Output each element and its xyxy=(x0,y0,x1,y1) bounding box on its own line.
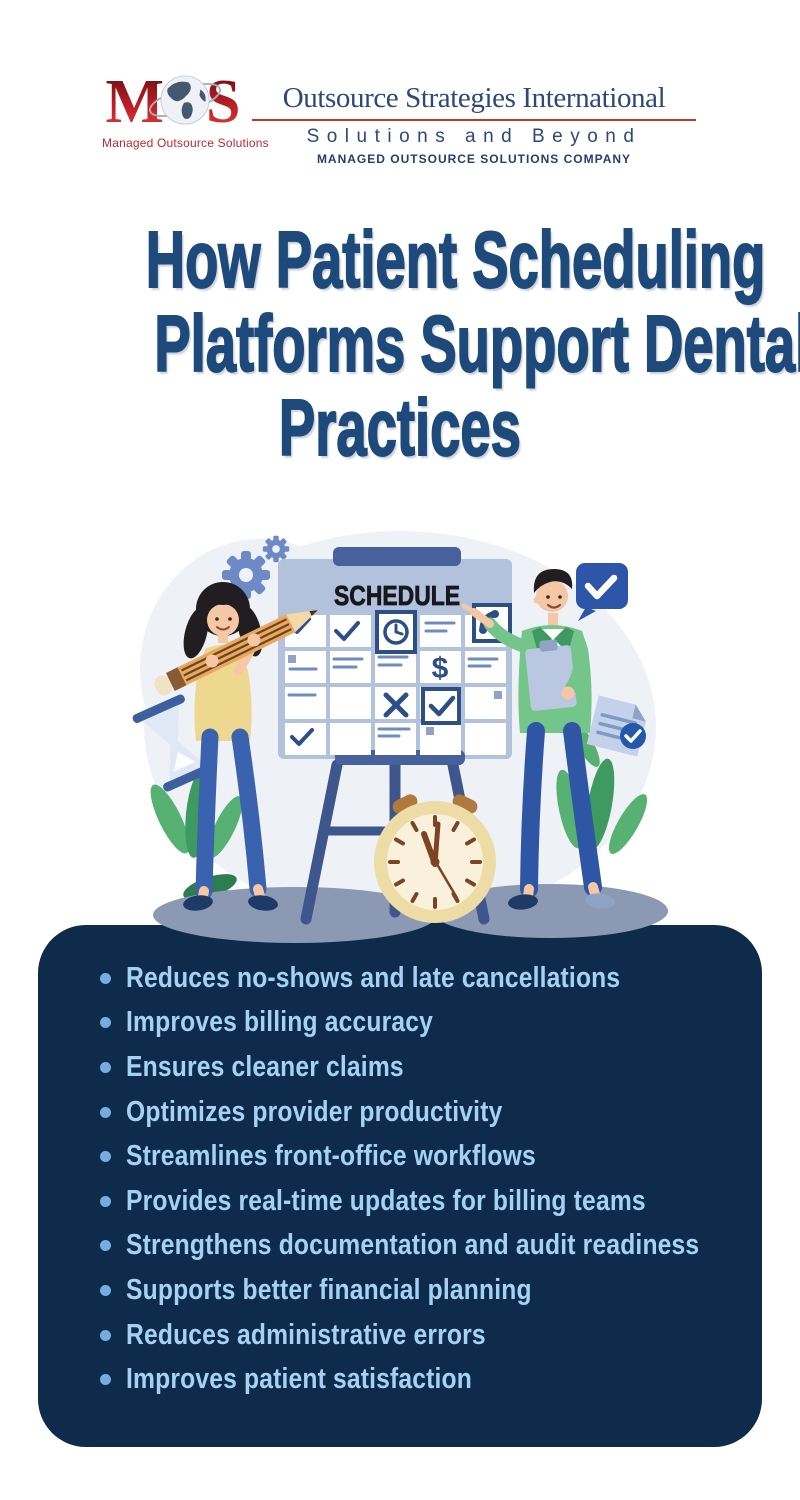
dollar-cell-icon: $ xyxy=(432,652,449,685)
benefit-text: Improves billing accuracy xyxy=(126,1006,434,1039)
benefits-panel xyxy=(38,925,762,1447)
page-title-line-1: How Patient Scheduling xyxy=(145,215,766,304)
bullet-dot xyxy=(100,1284,111,1296)
benefit-item: Reduces administrative errors xyxy=(100,1313,800,1358)
page-title-line-3: Practices xyxy=(278,383,521,472)
benefit-text: Optimizes provider productivity xyxy=(126,1095,503,1128)
bullet-dot xyxy=(100,1195,111,1207)
benefit-item: Improves billing accuracy xyxy=(100,1001,800,1046)
benefit-text: Reduces no-shows and late cancellations xyxy=(126,961,621,994)
benefit-item: Supports better financial planning xyxy=(100,1268,800,1313)
benefit-text: Improves patient satisfaction xyxy=(126,1363,473,1396)
page-title: How Patient Scheduling Platforms Support… xyxy=(0,215,800,472)
company-descriptor: MANAGED OUTSOURCE SOLUTIONS COMPANY xyxy=(316,152,632,166)
alarm-clock-icon xyxy=(374,794,496,923)
benefit-item: Provides real-time updates for billing t… xyxy=(100,1179,800,1224)
bullet-dot xyxy=(100,1151,111,1163)
schedule-board: SCHEDULE xyxy=(278,547,512,765)
schedule-board-title: SCHEDULE xyxy=(334,580,460,611)
woman-with-pencil xyxy=(154,582,318,911)
bullet-dot xyxy=(100,1374,111,1386)
clipboard-icon xyxy=(525,639,577,711)
bullet-dot xyxy=(100,1240,111,1252)
logo-tagline: Managed Outsource Solutions xyxy=(102,136,269,150)
mos-logo: M S Managed Outsource Solutions xyxy=(102,70,269,150)
document-check-icon xyxy=(586,695,646,757)
bullet-dot xyxy=(100,1106,111,1118)
speech-bubble-check-icon xyxy=(576,563,628,621)
benefit-item: Reduces no-shows and late cancellations xyxy=(100,956,800,1001)
man-with-clipboard xyxy=(461,569,615,910)
logo-divider xyxy=(252,119,696,121)
phone-cell-icon xyxy=(472,603,512,643)
bullet-dot xyxy=(100,1017,111,1029)
benefit-text: Streamlines front-office workflows xyxy=(126,1140,536,1173)
company-wordmark: Outsource Strategies International Solut… xyxy=(250,82,698,166)
company-slogan: Solutions and Beyond xyxy=(306,126,642,147)
benefit-text: Ensures cleaner claims xyxy=(126,1050,404,1083)
clock-cell-icon xyxy=(375,610,417,654)
benefit-item: Streamlines front-office workflows xyxy=(100,1134,800,1179)
logo-letter-s: S xyxy=(206,68,241,136)
bullet-dot xyxy=(100,972,111,984)
gear-icon xyxy=(222,535,290,599)
benefit-item: Optimizes provider productivity xyxy=(100,1090,800,1135)
company-name: Outsource Strategies International xyxy=(282,82,666,114)
benefit-text: Provides real-time updates for billing t… xyxy=(126,1184,646,1217)
page-title-line-2: Platforms Support Dental xyxy=(154,299,800,388)
bullet-dot xyxy=(100,1061,111,1073)
bullet-dot xyxy=(100,1329,111,1341)
benefit-item: Strengthens documentation and audit read… xyxy=(100,1224,800,1269)
benefit-text: Reduces administrative errors xyxy=(126,1318,486,1351)
scheduling-illustration: SCHEDULE xyxy=(132,531,668,949)
benefit-item: Ensures cleaner claims xyxy=(100,1045,800,1090)
globe-americas-icon xyxy=(149,74,221,131)
benefit-text: Strengthens documentation and audit read… xyxy=(126,1229,700,1262)
benefit-item: Improves patient satisfaction xyxy=(100,1357,800,1402)
mos-acronym: M S xyxy=(102,70,244,134)
benefit-text: Supports better financial planning xyxy=(126,1273,532,1306)
pencil-icon xyxy=(154,610,318,696)
